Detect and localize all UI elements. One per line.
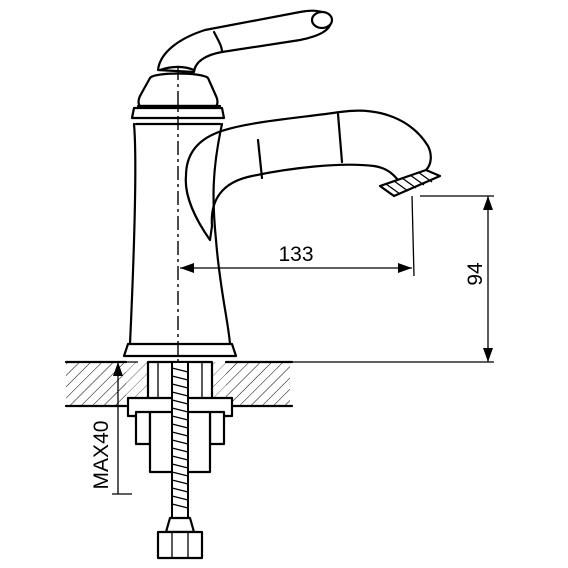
spout-reach-label: 133 — [278, 243, 313, 266]
mounting-hardware — [126, 360, 234, 560]
dimension-spout-height: 94 — [236, 195, 494, 363]
faucet-body — [122, 122, 238, 358]
lever-handle — [156, 9, 334, 74]
dimension-max-deck: MAX40 — [90, 361, 138, 495]
max-deck-label: MAX40 — [90, 421, 113, 490]
dimension-spout-reach: 133 — [180, 195, 415, 277]
spout — [184, 109, 442, 242]
spout-height-label: 94 — [464, 262, 487, 286]
body-cap — [130, 72, 226, 126]
